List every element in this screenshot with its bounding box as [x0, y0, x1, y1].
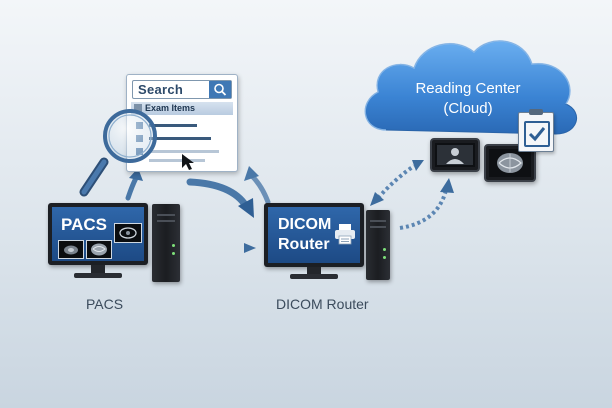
brain-scan-icon — [497, 153, 523, 173]
arrow-router-to-reading-center — [399, 178, 454, 230]
power-led — [383, 248, 386, 251]
status-led — [383, 256, 386, 259]
router-screen-label-2: Router — [278, 236, 330, 253]
router-monitor-stand — [307, 267, 321, 275]
viewer-tablet — [430, 138, 480, 172]
arrow-pacs-to-router — [186, 243, 256, 253]
list-icon — [134, 104, 142, 112]
checklist-icon — [518, 109, 554, 152]
cloud-shape — [364, 40, 577, 135]
list-item-line — [149, 124, 197, 127]
router-screen: DICOM Router — [268, 207, 360, 263]
arrow-search-to-router — [186, 178, 254, 218]
drive-slot — [157, 220, 175, 222]
tablet-screen — [435, 143, 475, 167]
xray-icon — [64, 245, 78, 255]
search-label: Search — [138, 82, 184, 97]
printer-icon — [335, 224, 355, 245]
pacs-caption: PACS — [86, 296, 124, 312]
drive-slot — [370, 226, 386, 228]
power-led — [172, 244, 175, 247]
clipboard-clip — [529, 109, 543, 115]
router-monitor: DICOM Router — [264, 203, 364, 267]
search-button[interactable] — [209, 81, 231, 98]
arrow-pacs-to-search — [125, 168, 143, 201]
search-input[interactable]: Search — [132, 80, 232, 99]
cloud-label-line1: Reading Center — [415, 80, 521, 97]
scan-thumbnail — [58, 240, 84, 259]
magnifier-icon — [79, 109, 157, 197]
drive-slot — [157, 214, 175, 216]
checkmark-icon — [528, 127, 546, 142]
router-monitor-base — [290, 274, 338, 279]
scan-thumbnail — [86, 240, 112, 259]
tablet-screen — [489, 149, 531, 177]
drive-slot — [370, 220, 386, 222]
cloud-label-line2: (Cloud) — [443, 100, 493, 117]
brain-scan-icon — [119, 227, 137, 239]
router-caption: DICOM Router — [276, 296, 369, 312]
list-item-line — [149, 150, 219, 153]
exam-items-header: Exam Items — [131, 102, 233, 115]
pacs-monitor-base — [74, 273, 122, 278]
status-led — [172, 252, 175, 255]
cursor-icon — [182, 154, 194, 170]
arrow-router-to-search — [244, 166, 271, 205]
list-item-line — [149, 137, 211, 140]
check-box — [524, 121, 550, 147]
list-item-line — [149, 159, 205, 162]
pacs-screen: PACS — [52, 207, 144, 261]
scan-thumbnail — [114, 223, 142, 243]
pacs-monitor-stand — [91, 265, 105, 274]
arrow-router-cloud-bidirectional — [370, 160, 424, 206]
router-screen-label-1: DICOM — [278, 216, 332, 233]
radiologist-icon — [437, 145, 473, 165]
search-icon — [214, 83, 227, 96]
exam-items-label: Exam Items — [145, 103, 196, 113]
pacs-screen-label: PACS — [61, 215, 107, 234]
pacs-tower — [152, 204, 180, 282]
pacs-monitor: PACS — [48, 203, 148, 265]
router-tower — [366, 210, 390, 280]
brain-scan-icon — [91, 243, 107, 256]
viewer-tablet — [484, 144, 536, 182]
